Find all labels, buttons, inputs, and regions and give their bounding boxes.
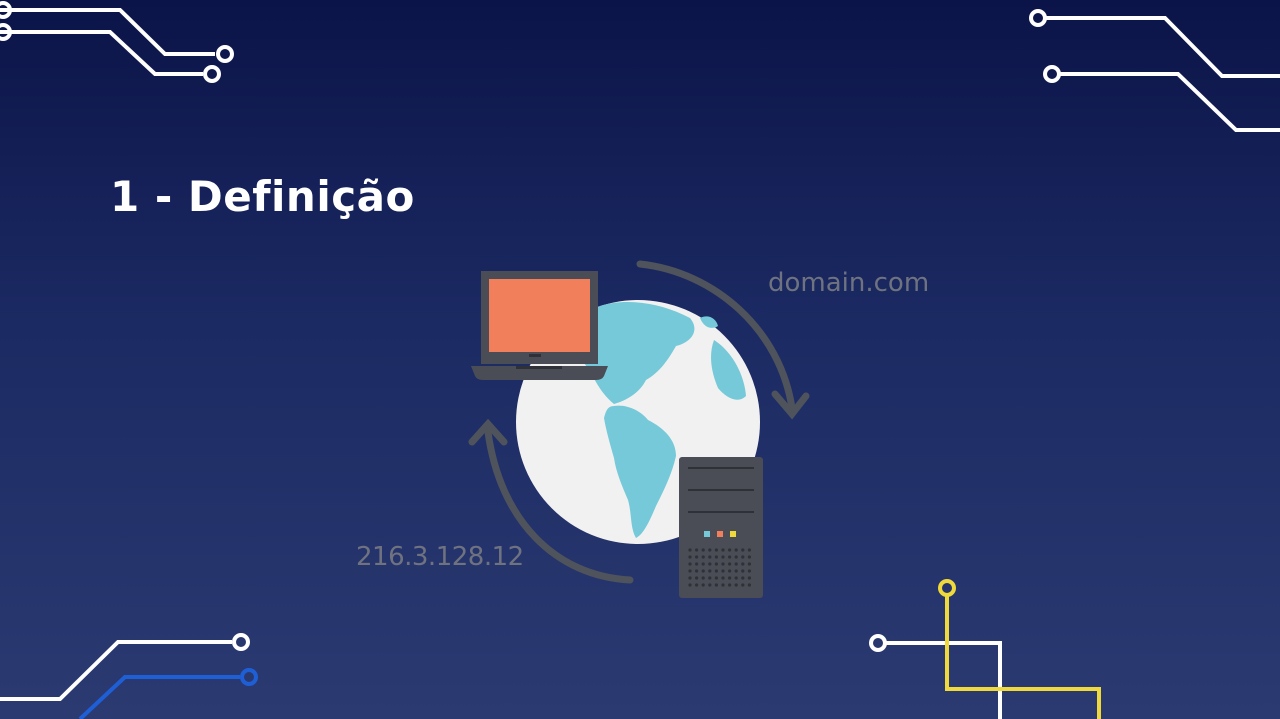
server-icon [679,457,763,598]
domain-label: domain.com [768,268,930,298]
arrow-icon [468,418,634,584]
arrow-icon [636,260,810,420]
slide-title: 1 - Definição [110,172,415,221]
laptop-icon [471,271,608,380]
ip-address-label: 216.3.128.12 [356,542,524,572]
